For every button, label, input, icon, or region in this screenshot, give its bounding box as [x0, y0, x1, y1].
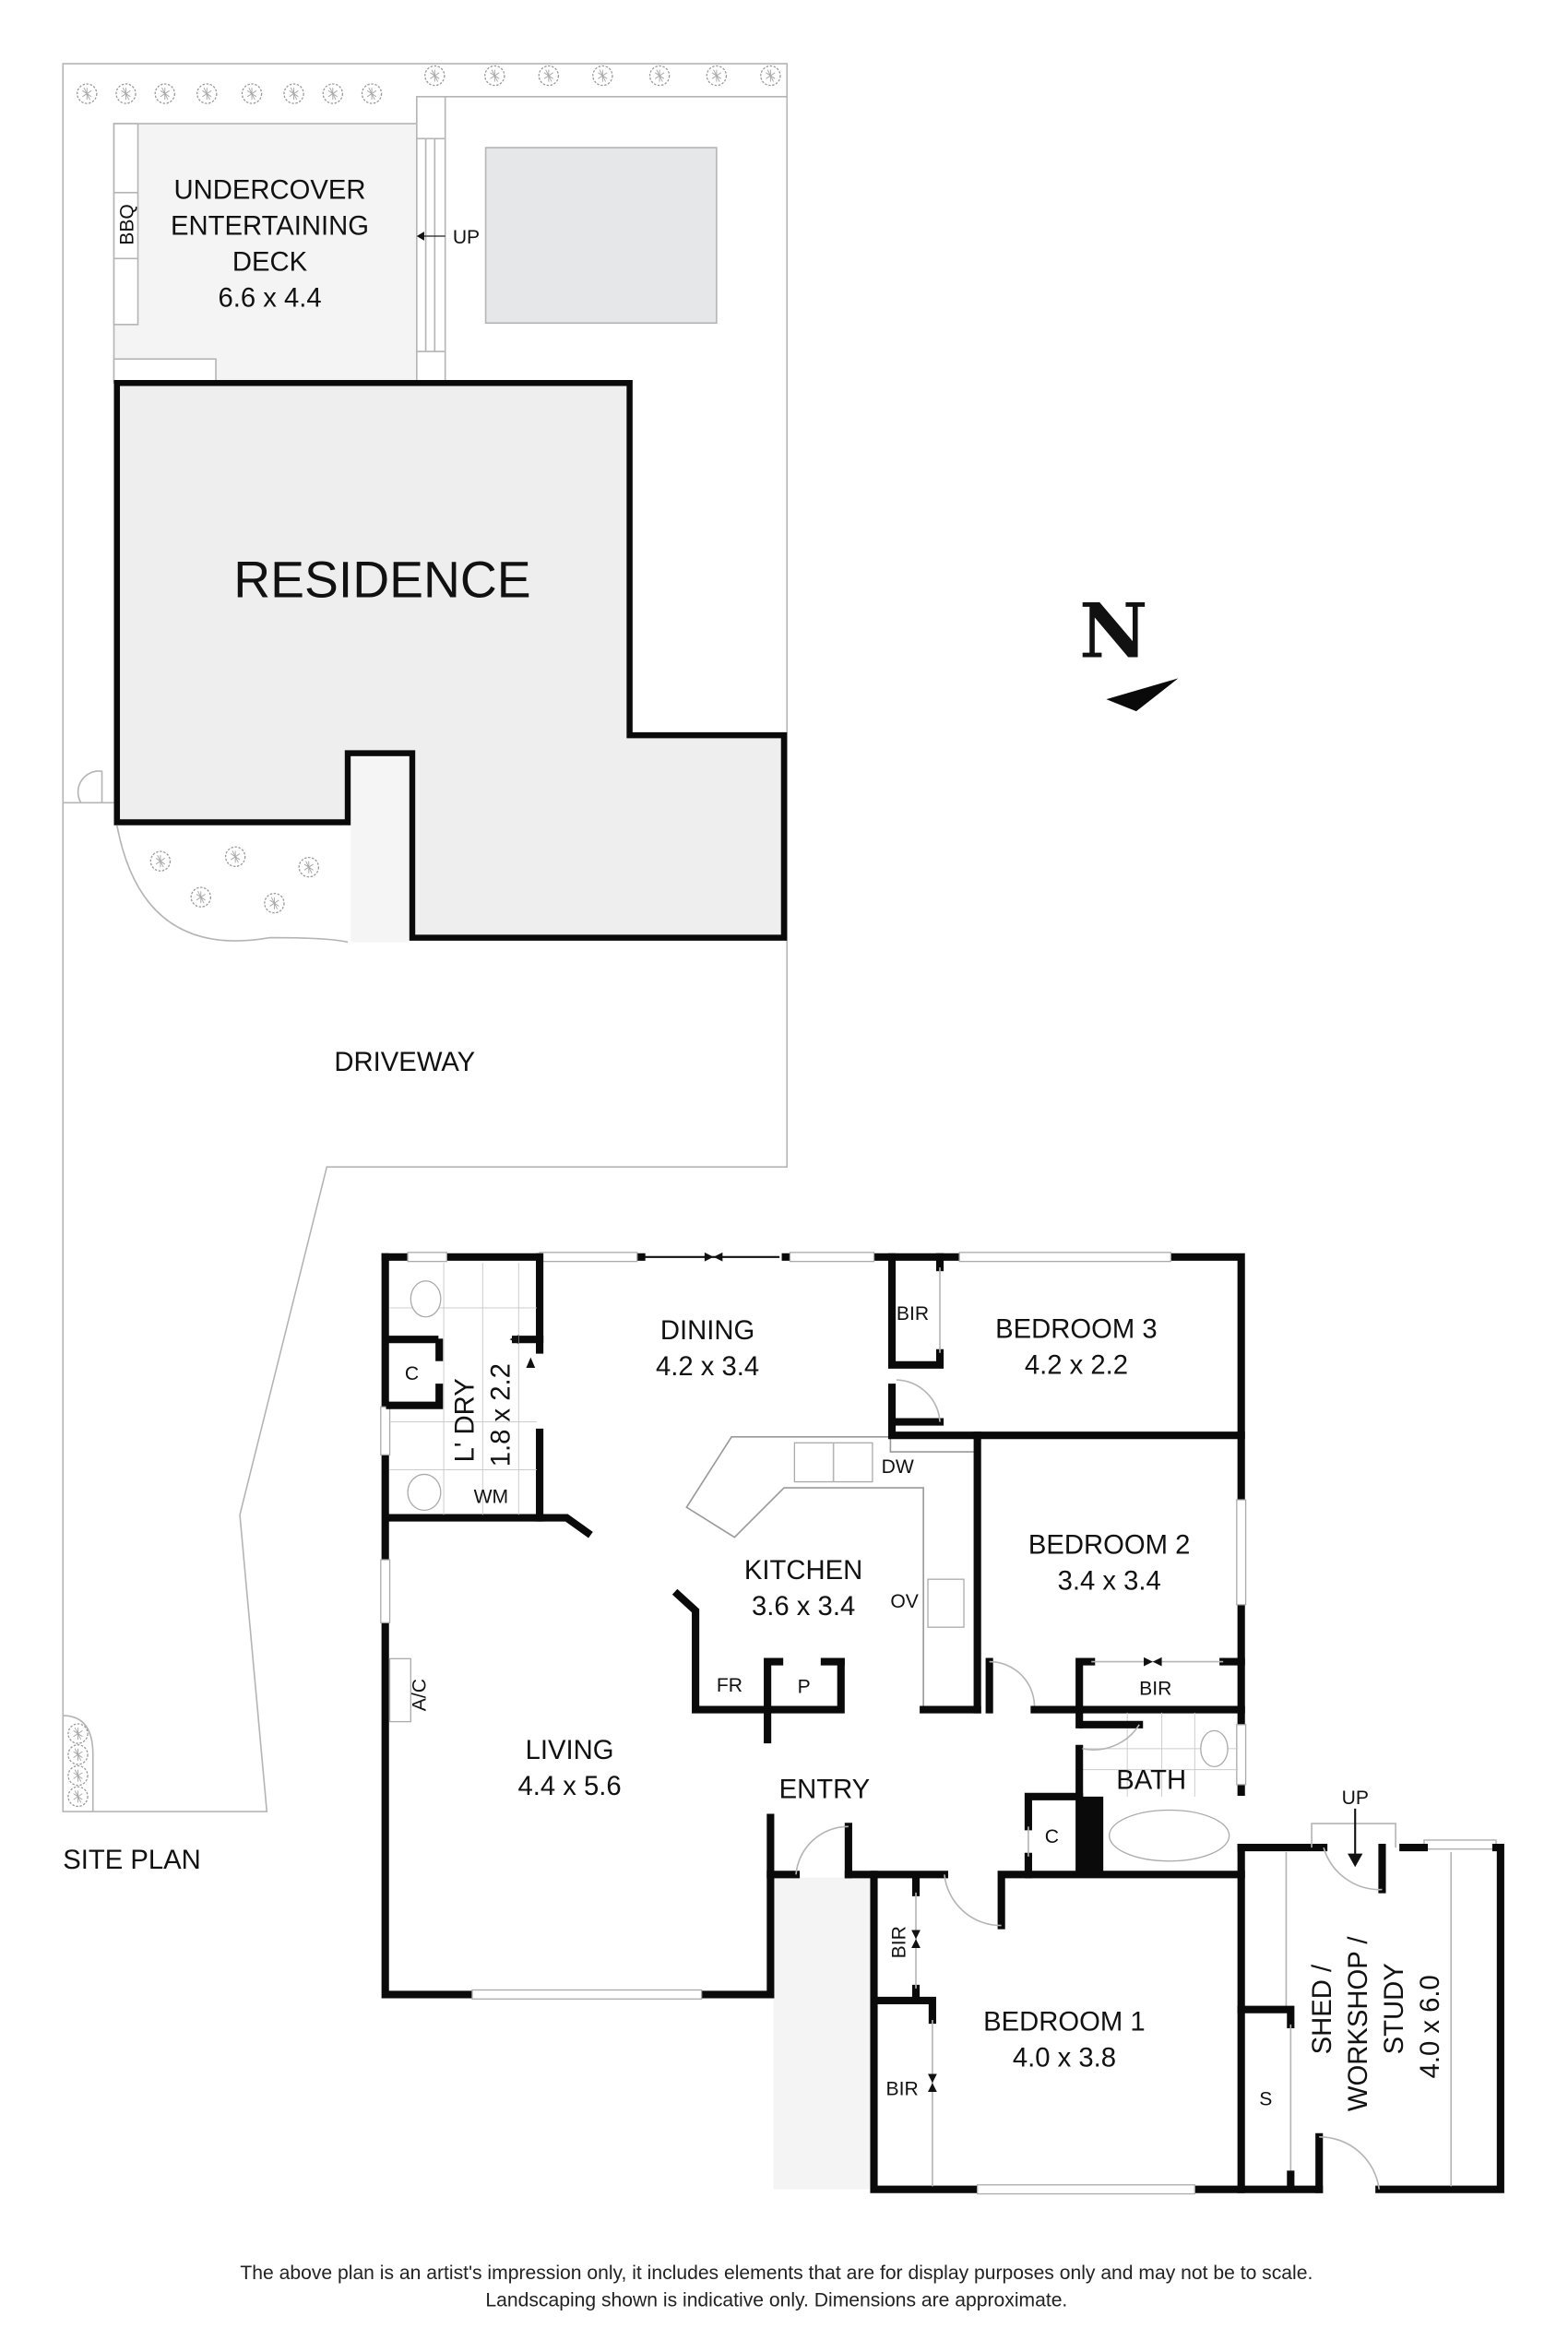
site-boundary	[62, 63, 789, 1812]
air-conditioner	[388, 1657, 411, 1723]
shrubs-front-garden	[149, 846, 320, 914]
bedroom-1: BIR BIR BEDROOM 1 4.0 x 3.8	[870, 1871, 1146, 2187]
deck-name-line-1: UNDERCOVER	[174, 175, 366, 205]
pool	[484, 147, 718, 325]
bedroom2-bir-label: BIR	[1139, 1678, 1171, 1699]
deck-dimensions: 6.6 x 4.4	[218, 283, 321, 313]
laundry-area: C L' DRY 1.8 x 2.2 WM	[386, 1253, 544, 1522]
windows	[380, 1252, 1497, 2195]
dining-name: DINING	[660, 1316, 754, 1346]
laundry-sink-icon	[407, 1473, 442, 1512]
hall-cupboard-label: C	[1045, 1826, 1059, 1847]
bathtub-icon	[1109, 1809, 1230, 1862]
entry-porch	[773, 1877, 876, 2190]
residence-label: RESIDENCE	[233, 552, 530, 609]
dining-dimensions: 4.2 x 3.4	[656, 1352, 759, 1382]
deck-name-line-2: ENTERTAINING	[171, 211, 369, 241]
bedroom1-bir-label-upper: BIR	[889, 1926, 910, 1958]
kitchen-area: DW OV KITCHEN 3.6 x 3.4 FR P	[671, 1435, 981, 1744]
bedroom1-name: BEDROOM 1	[983, 2007, 1146, 2037]
basin-icon	[1200, 1729, 1229, 1767]
steps-up-label: UP	[453, 227, 480, 248]
shed-storage-label: S	[1259, 2089, 1272, 2110]
bath-name: BATH	[1116, 1766, 1186, 1796]
dishwasher-label: DW	[882, 1456, 914, 1478]
laundry-name: L' DRY	[451, 1378, 481, 1462]
kitchen-dimensions: 3.6 x 3.4	[752, 1592, 855, 1621]
site-plan: BBQ UNDERCOVER ENTERTAINING DECK 6.6 x 4…	[62, 63, 789, 1875]
north-arrow: N	[1079, 588, 1179, 712]
bedroom2-name: BEDROOM 2	[1028, 1531, 1191, 1561]
shed-name-line-3: STUDY	[1380, 1963, 1409, 2054]
bedroom2-dimensions: 3.4 x 3.4	[1058, 1567, 1161, 1597]
bath-wall-block	[1079, 1796, 1104, 1875]
pantry-label: P	[798, 1677, 811, 1698]
toilet-icon	[410, 1280, 442, 1318]
north-label: N	[1079, 588, 1147, 676]
bedroom3-dimensions: 4.2 x 2.2	[1025, 1351, 1128, 1381]
cooktop-icon	[927, 1578, 965, 1628]
site-plan-title: SITE PLAN	[63, 1846, 201, 1875]
dining-sliding-door	[644, 1252, 780, 1262]
bbq-label: BBQ	[117, 204, 138, 245]
disclaimer-line-2: Landscaping shown is indicative only. Di…	[485, 2289, 1067, 2310]
shed-workshop-study: UP S SHED / WORKSHOP / STUDY 4.0 x 6.0	[1237, 1788, 1504, 2193]
bbq-counter	[113, 123, 139, 326]
disclaimer-line-1: The above plan is an artist's impression…	[240, 2263, 1313, 2284]
laundry-dimensions: 1.8 x 2.2	[487, 1363, 517, 1467]
entry-name: ENTRY	[779, 1775, 871, 1804]
residence-footprint	[113, 379, 788, 941]
deck-notch	[113, 358, 217, 385]
shrubs-bottom-left	[67, 1723, 89, 1808]
bedroom1-bir-label-lower: BIR	[886, 2078, 919, 2099]
residence-porch	[350, 755, 410, 943]
deck-steps: UP	[416, 96, 480, 383]
oven-label: OV	[890, 1591, 919, 1612]
bedroom-2: BIR BEDROOM 2 3.4 x 3.4	[973, 1431, 1245, 1714]
floor-plan: C L' DRY 1.8 x 2.2 WM DINING 4.2 x 3.4 D…	[380, 1252, 1504, 2195]
disclaimer: The above plan is an artist's impression…	[240, 2263, 1313, 2310]
shed-name-line-2: WORKSHOP /	[1344, 1936, 1373, 2111]
north-arrow-icon	[1106, 678, 1179, 712]
living-name: LIVING	[526, 1736, 614, 1765]
kitchen-name: KITCHEN	[744, 1556, 862, 1586]
bathroom: BATH C	[1024, 1705, 1245, 1879]
laundry-cupboard-label: C	[405, 1363, 419, 1384]
shed-name-line-1: SHED /	[1308, 1964, 1337, 2054]
air-conditioner-label: A/C	[410, 1679, 431, 1711]
bedroom-3: BIR BEDROOM 3 4.2 x 2.2	[887, 1253, 1245, 1440]
shed-dimensions: 4.0 x 6.0	[1416, 1975, 1445, 2078]
bedroom3-name: BEDROOM 3	[995, 1315, 1158, 1345]
shed-steps-up-label: UP	[1342, 1788, 1369, 1809]
bedroom3-bir-label: BIR	[897, 1303, 929, 1324]
living-dimensions: 4.4 x 5.6	[517, 1772, 621, 1801]
washing-machine-label: WM	[474, 1486, 509, 1507]
bedroom1-dimensions: 4.0 x 3.8	[1013, 2043, 1116, 2073]
driveway-label: DRIVEWAY	[334, 1048, 475, 1077]
deck-name-line-3: DECK	[232, 247, 308, 277]
fridge-label: FR	[717, 1675, 742, 1696]
